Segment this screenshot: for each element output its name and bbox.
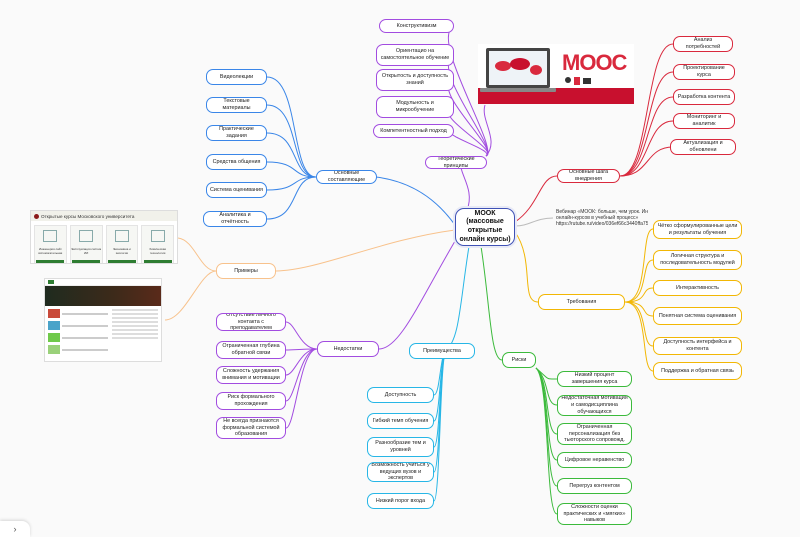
portal-thumb <box>48 345 60 354</box>
requirement-item[interactable]: Логичная структура и последовательность … <box>653 250 742 270</box>
theory-item[interactable]: Конструктивизм <box>379 19 454 33</box>
advantage-item[interactable]: Разнообразие тем и уровней <box>367 437 434 457</box>
risk-item[interactable]: Цифровое неравенство <box>557 452 632 468</box>
webinar-note[interactable]: Вебинар «МООК: больше, чем урок. Интегра… <box>556 208 648 228</box>
risk-item[interactable]: Низкий процент завершения курса <box>557 371 632 387</box>
branch-requirements[interactable]: Требования <box>538 294 625 310</box>
example-screenshot-msu[interactable]: Открытые курсы Московского университета … <box>30 210 178 264</box>
stage-item[interactable]: Анализ потребностей <box>673 36 733 52</box>
msu-course-card: Инженерия сайт вспомогательная <box>34 225 67 263</box>
risk-item[interactable]: Недостаточная мотивация и самодисциплина… <box>557 395 632 416</box>
portal-thumb <box>48 309 60 318</box>
advantage-item[interactable]: Гибкий темп обучения <box>367 413 434 429</box>
msu-course-card: Экономика и экология <box>105 225 139 263</box>
mooc-laptop-image[interactable]: MOOC <box>478 44 634 104</box>
msu-course-card: Эксплуатация систем ИИ <box>69 225 103 263</box>
theory-item[interactable]: Открытость и доступность знаний <box>376 69 454 91</box>
chevron-right-icon: › <box>13 524 17 534</box>
requirement-item[interactable]: Поддержка и обратная связь <box>653 362 742 380</box>
portal-hero <box>45 286 161 306</box>
branch-risks[interactable]: Риски <box>502 352 536 368</box>
requirement-item[interactable]: Чётко сформулированные цели и результаты… <box>653 220 742 239</box>
portal-topbar <box>45 279 161 286</box>
msu-course-card: Химическая технология <box>141 225 174 263</box>
component-item[interactable]: Практические задания <box>206 125 267 141</box>
risk-item[interactable]: Перегруз контентом <box>557 478 632 494</box>
branch-stages[interactable]: Основные шага внедрения <box>557 169 620 183</box>
theory-item[interactable]: Ориентацио на самостоятельное обучение <box>376 44 454 66</box>
risk-item[interactable]: Ограниченная персонализация без тьюторск… <box>557 423 632 445</box>
portal-logo-icon <box>48 280 54 284</box>
stage-item[interactable]: Проектирование курса <box>673 64 735 80</box>
expand-panel-button[interactable]: › <box>0 521 30 537</box>
drawback-item[interactable]: Не всегда признаются формальной системой… <box>216 417 286 439</box>
stage-item[interactable]: Актуализация и обновлени <box>670 139 736 155</box>
component-item[interactable]: Средства общения <box>206 154 267 170</box>
branch-drawbacks[interactable]: Недостатки <box>317 341 379 357</box>
theory-item[interactable]: Модульность и микрообучение <box>376 96 454 118</box>
msu-page-title: Открытые курсы Московского университета <box>41 213 135 219</box>
portal-thumb <box>48 321 60 330</box>
component-item[interactable]: Видеолекции <box>206 69 267 85</box>
branch-theory[interactable]: Теоретические принципы <box>425 156 487 169</box>
component-item[interactable]: Текстовые материалы <box>206 97 267 113</box>
stage-item[interactable]: Мониторинг и аналитик <box>673 113 735 129</box>
risk-item[interactable]: Сложности оценки практических и «мягких»… <box>557 503 632 525</box>
branch-components[interactable]: Основные составляющие <box>316 170 377 184</box>
branch-advantages[interactable]: Преимущества <box>409 343 475 359</box>
advantage-item[interactable]: Доступность <box>367 387 434 403</box>
example-screenshot-portal[interactable] <box>44 278 162 362</box>
drawback-item[interactable]: Риск формального прохождения <box>216 392 286 410</box>
advantage-item[interactable]: Низкий порог входа <box>367 493 434 509</box>
requirement-item[interactable]: Интерактивность <box>653 280 742 296</box>
component-item[interactable]: Аналитика и отчётность <box>203 211 267 227</box>
advantage-item[interactable]: Возможность учиться у ведущих вузов и эк… <box>367 462 434 482</box>
msu-logo-icon <box>34 213 39 219</box>
mooc-logo-text: MOOC <box>562 50 627 75</box>
requirement-item[interactable]: Понятная система оценивания <box>653 307 742 325</box>
central-topic[interactable]: МООК (массовые открытые онлайн курсы) <box>455 208 515 246</box>
msu-header-bar: Открытые курсы Московского университета <box>31 211 177 221</box>
requirement-item[interactable]: Доступность интерфейса и контента <box>653 337 742 355</box>
drawback-item[interactable]: Отсутствие личного контакта с преподават… <box>216 313 286 331</box>
drawback-item[interactable]: Сложность удержания внимания и мотивации <box>216 366 286 384</box>
theory-item[interactable]: Компетентностный подход <box>373 124 454 138</box>
drawback-item[interactable]: Ограниченная глубина обратной связи <box>216 341 286 359</box>
component-item[interactable]: Система оценивания <box>206 182 267 198</box>
stage-item[interactable]: Разработка контента <box>673 89 735 105</box>
branch-examples[interactable]: Примеры <box>216 263 276 279</box>
portal-thumb <box>48 333 60 342</box>
laptop-illustration <box>478 48 634 104</box>
